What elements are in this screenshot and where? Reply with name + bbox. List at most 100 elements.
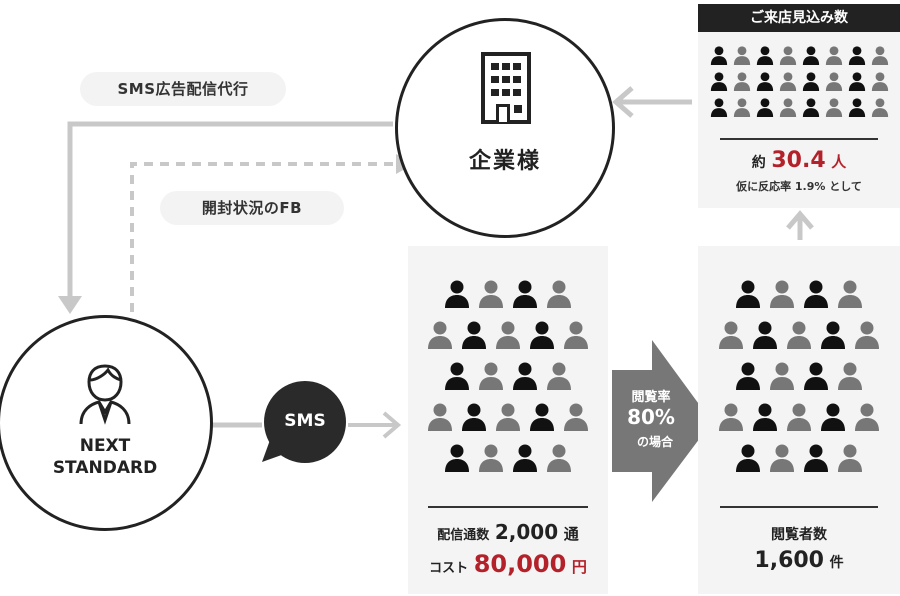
- person-dark-icon: [756, 98, 773, 117]
- person-dark-icon: [736, 280, 760, 308]
- person-dark-icon: [710, 46, 727, 65]
- person-dark-icon: [710, 98, 727, 117]
- up-arrowhead: [786, 210, 814, 230]
- sms-ad-arrowhead: [58, 296, 82, 314]
- person-dark-icon: [802, 72, 819, 91]
- person-gray-icon: [564, 321, 588, 349]
- sms-bubble-tail: [262, 440, 290, 462]
- person-gray-icon: [825, 98, 842, 117]
- person-dark-icon: [445, 444, 469, 472]
- person-dark-icon: [756, 46, 773, 65]
- company-name-line1: NEXT: [79, 436, 131, 456]
- sms-ad-arrow: [67, 121, 393, 298]
- next-standard-circle: NEXT STANDARD: [0, 315, 213, 531]
- person-gray-icon: [825, 46, 842, 65]
- people-row: [418, 321, 598, 349]
- delivery-count-value: 2,000: [494, 520, 559, 544]
- client-label: 企業様: [468, 149, 541, 174]
- person-gray-icon: [855, 321, 879, 349]
- people-row: [709, 362, 889, 390]
- person-gray-icon: [855, 403, 879, 431]
- person-gray-icon: [733, 46, 750, 65]
- visitors-unit: 人: [831, 153, 847, 171]
- person-gray-icon: [719, 321, 743, 349]
- person-gray-icon: [564, 403, 588, 431]
- person-gray-icon: [871, 72, 888, 91]
- person-gray-icon: [496, 321, 520, 349]
- sms-ad-label: SMS広告配信代行: [117, 80, 249, 98]
- person-gray-icon: [779, 72, 796, 91]
- people-row: [418, 403, 598, 431]
- person-gray-icon: [770, 280, 794, 308]
- delivery-divider: [428, 506, 588, 508]
- person-gray-icon: [719, 403, 743, 431]
- people-row: [418, 362, 598, 390]
- visitors-people-grid: [707, 46, 891, 124]
- person-gray-icon: [547, 362, 571, 390]
- sms-bubble: [264, 381, 346, 463]
- person-dark-icon: [462, 403, 486, 431]
- client-circle: 企業様: [395, 18, 615, 238]
- company-name-line2: STANDARD: [52, 458, 158, 478]
- delivery-panel: 配信通数 2,000 通 コスト 80,000 円: [408, 246, 608, 594]
- feedback-pill: 開封状況のFB: [160, 191, 344, 225]
- people-row: [709, 280, 889, 308]
- person-gray-icon: [838, 444, 862, 472]
- open-rate-value: 80%: [627, 405, 675, 429]
- building-icon: [481, 52, 531, 124]
- person-dark-icon: [530, 321, 554, 349]
- open-rate-case: の場合: [636, 435, 673, 449]
- delivery-cost-unit: 円: [571, 558, 587, 576]
- viewers-unit: 件: [829, 555, 844, 571]
- person-dark-icon: [513, 362, 537, 390]
- person-dark-icon: [445, 362, 469, 390]
- person-gray-icon: [770, 362, 794, 390]
- people-row: [707, 46, 891, 65]
- delivery-cost-value: 80,000: [473, 550, 567, 578]
- delivery-cost-row: コスト 80,000 円: [408, 550, 608, 578]
- person-dark-icon: [753, 321, 777, 349]
- person-dark-icon: [848, 98, 865, 117]
- person-dark-icon: [804, 444, 828, 472]
- delivery-cost-label: コスト: [429, 561, 469, 576]
- people-row: [709, 444, 889, 472]
- person-dark-icon: [804, 362, 828, 390]
- open-rate-arrow: [612, 340, 712, 502]
- person-dark-icon: [530, 403, 554, 431]
- person-dark-icon: [736, 362, 760, 390]
- person-gray-icon: [428, 321, 452, 349]
- people-row: [709, 321, 889, 349]
- person-gray-icon: [733, 98, 750, 117]
- person-outline-icon: [79, 364, 131, 425]
- person-gray-icon: [871, 98, 888, 117]
- viewers-count-row: 1,600 件: [698, 548, 900, 573]
- people-row: [709, 403, 889, 431]
- person-gray-icon: [779, 98, 796, 117]
- feedback-label: 開封状況のFB: [201, 199, 303, 217]
- viewers-panel: 閲覧者数 1,600 件: [698, 246, 900, 594]
- people-row: [418, 280, 598, 308]
- person-dark-icon: [804, 280, 828, 308]
- person-dark-icon: [710, 72, 727, 91]
- person-dark-icon: [848, 72, 865, 91]
- visitors-count-row: 約 30.4 人: [698, 148, 900, 173]
- people-row: [418, 444, 598, 472]
- delivery-count-label: 配信通数: [437, 528, 490, 543]
- visitors-header: ご来店見込み数: [698, 4, 900, 32]
- visitors-approx: 約: [751, 155, 766, 171]
- person-dark-icon: [736, 444, 760, 472]
- person-dark-icon: [821, 403, 845, 431]
- person-dark-icon: [513, 280, 537, 308]
- person-gray-icon: [838, 362, 862, 390]
- person-gray-icon: [479, 362, 503, 390]
- person-gray-icon: [787, 321, 811, 349]
- viewers-people-grid: [709, 280, 889, 485]
- delivery-count-unit: 通: [563, 525, 579, 543]
- visitors-divider: [720, 138, 878, 140]
- person-gray-icon: [479, 444, 503, 472]
- person-gray-icon: [547, 444, 571, 472]
- person-dark-icon: [848, 46, 865, 65]
- person-dark-icon: [802, 46, 819, 65]
- person-gray-icon: [733, 72, 750, 91]
